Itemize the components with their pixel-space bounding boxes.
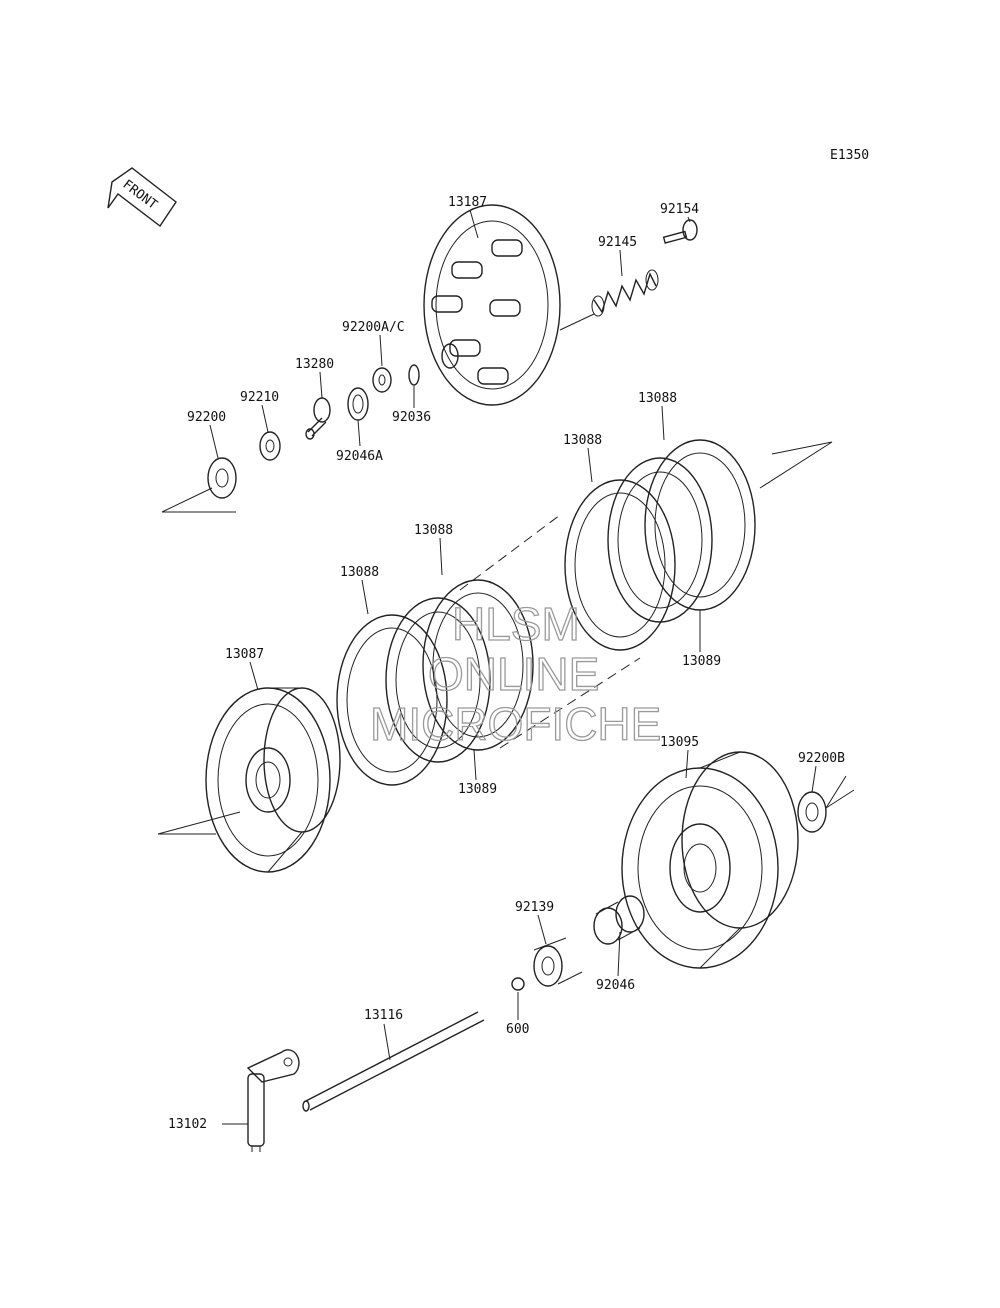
label-92210: 92210 bbox=[240, 390, 279, 405]
nut-92210[interactable] bbox=[259, 431, 281, 461]
collar-92139[interactable] bbox=[533, 937, 583, 987]
clutch-hub-13095[interactable] bbox=[621, 751, 799, 969]
label-13280: 13280 bbox=[295, 357, 334, 372]
friction-plate-upper-right[interactable] bbox=[644, 439, 756, 611]
release-lever-13102[interactable] bbox=[246, 1049, 300, 1152]
label-13088-b: 13088 bbox=[563, 433, 602, 448]
front-label: FRONT bbox=[120, 177, 160, 213]
lock-washer-92200[interactable] bbox=[207, 457, 237, 499]
watermark: HLSM ONLINE MICROFICHE bbox=[369, 597, 662, 750]
friction-plate-lower-left[interactable] bbox=[336, 614, 448, 786]
washer-92200b[interactable] bbox=[797, 791, 827, 833]
watermark-line-3: MICROFICHE bbox=[370, 698, 661, 750]
label-92046: 92046 bbox=[596, 978, 635, 993]
washer-92200ac[interactable] bbox=[372, 367, 392, 393]
label-92139: 92139 bbox=[515, 900, 554, 915]
label-92200: 92200 bbox=[187, 410, 226, 425]
label-92036: 92036 bbox=[392, 410, 431, 425]
label-13087: 13087 bbox=[225, 647, 264, 662]
watermark-line-1: HLSM bbox=[452, 598, 580, 650]
label-600: 600 bbox=[506, 1022, 529, 1037]
label-92046a: 92046A bbox=[336, 449, 383, 464]
label-13089-b: 13089 bbox=[458, 782, 497, 797]
label-13116: 13116 bbox=[364, 1008, 403, 1023]
label-92154: 92154 bbox=[660, 202, 699, 217]
spring-92145[interactable] bbox=[559, 269, 659, 331]
diagram-code: E1350 bbox=[830, 148, 869, 163]
label-92145: 92145 bbox=[598, 235, 637, 250]
friction-plate-upper-left[interactable] bbox=[564, 479, 676, 651]
bearing-92046a[interactable] bbox=[347, 387, 369, 421]
friction-plate-lower-right[interactable] bbox=[422, 579, 534, 751]
needle-bearing-92046[interactable] bbox=[593, 895, 645, 945]
label-13187: 13187 bbox=[448, 195, 487, 210]
label-13095: 13095 bbox=[660, 735, 699, 750]
watermark-line-2: ONLINE bbox=[428, 648, 599, 700]
circlip-92036[interactable] bbox=[408, 364, 420, 386]
label-13089-a: 13089 bbox=[682, 654, 721, 669]
label-13088-c: 13088 bbox=[414, 523, 453, 538]
push-rod-13116[interactable] bbox=[302, 1011, 485, 1112]
clutch-housing-13087[interactable] bbox=[205, 687, 341, 873]
front-arrow-icon: FRONT bbox=[107, 167, 177, 228]
label-13102: 13102 bbox=[168, 1117, 207, 1132]
label-13088-a: 13088 bbox=[638, 391, 677, 406]
label-92200ac: 92200A/C bbox=[342, 320, 405, 335]
pressure-plate-13187[interactable] bbox=[423, 204, 561, 406]
pusher-13280[interactable] bbox=[305, 397, 331, 440]
label-92200b: 92200B bbox=[798, 751, 845, 766]
bolt-92154[interactable] bbox=[662, 219, 698, 244]
label-13088-d: 13088 bbox=[340, 565, 379, 580]
ball-600[interactable] bbox=[511, 977, 525, 991]
